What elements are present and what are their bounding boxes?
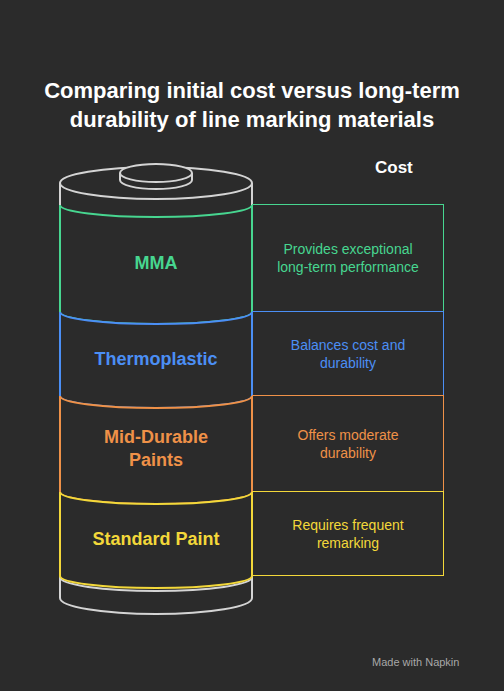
cylinder-layer: MMA — [60, 205, 252, 312]
layer-label: Mid-Durable Paints — [86, 426, 226, 472]
cylinder-layer: Standard Paint — [60, 492, 252, 576]
layer-label: MMA — [135, 252, 178, 275]
watermark: Made with Napkin — [372, 656, 459, 668]
layer-shape — [60, 312, 252, 408]
description-box: Balances cost and durability — [252, 311, 444, 396]
description-box: Requires frequent remarking — [252, 491, 444, 576]
description-text: Requires frequent remarking — [273, 516, 423, 552]
description-text: Balances cost and durability — [273, 336, 423, 372]
description-text: Offers moderate durability — [273, 426, 423, 462]
axis-label: Cost — [375, 158, 413, 178]
cylinder-body — [60, 183, 252, 614]
layer-label: Standard Paint — [92, 528, 219, 551]
description-box: Provides exceptional long-term performan… — [252, 204, 444, 312]
cylinder-layer: Mid-Durable Paints — [60, 396, 252, 492]
layer-shape — [60, 205, 252, 324]
layer-shape — [60, 396, 252, 504]
cylinder-lid — [120, 164, 192, 182]
diagram-title: Comparing initial cost versus long-term … — [10, 76, 494, 134]
description-text: Provides exceptional long-term performan… — [273, 240, 423, 276]
layer-shape — [60, 492, 252, 588]
description-box: Offers moderate durability — [252, 395, 444, 492]
layer-label: Thermoplastic — [94, 348, 217, 371]
cylinder-layer: Thermoplastic — [60, 312, 252, 396]
